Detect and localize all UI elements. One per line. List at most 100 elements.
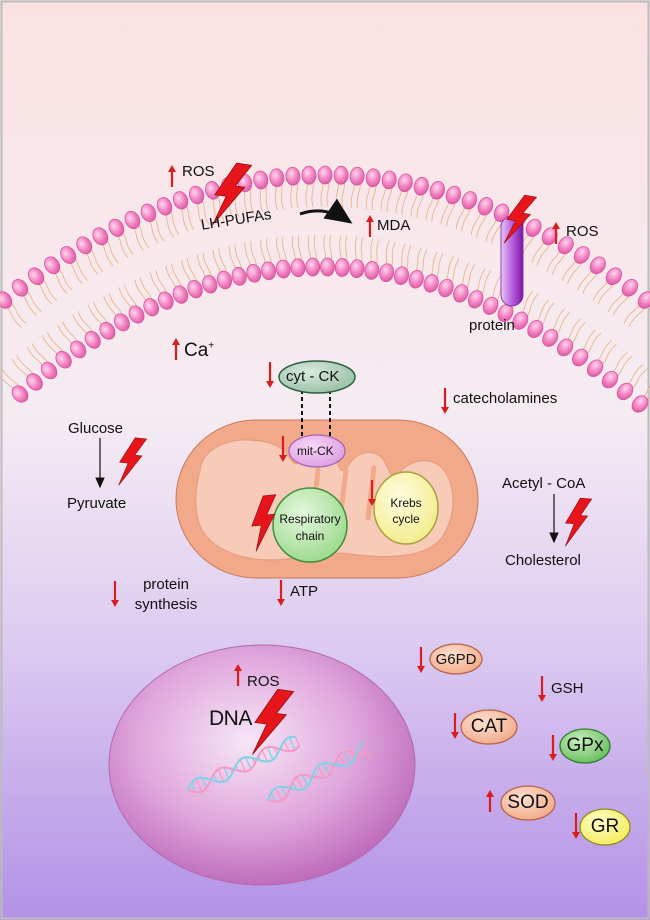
down-arrow-icon-g6pd	[417, 647, 425, 673]
lipid-head	[423, 274, 439, 293]
dna-base-pair	[223, 767, 230, 779]
lipid-head	[187, 279, 203, 299]
lipid-head	[525, 218, 542, 237]
gsh-label: GSH	[551, 680, 584, 697]
dna-label: DNA	[209, 707, 252, 730]
lipid-head	[269, 168, 285, 188]
lipid-head	[482, 296, 499, 315]
lightning-bolt-icon-respiratory	[251, 494, 277, 552]
gpx-label: GPx	[566, 735, 604, 756]
acetyl-coa-label: Acetyl - CoA	[502, 475, 586, 492]
ca-label: Ca+	[184, 341, 214, 360]
ros-label-top: ROS	[182, 163, 215, 180]
dna-backbone	[187, 735, 296, 791]
lipid-head	[605, 267, 623, 286]
dna-base-pair	[270, 792, 277, 802]
lipid-head	[364, 261, 380, 280]
lipid-head	[621, 279, 639, 297]
lipid-head	[27, 267, 45, 286]
lipid-head	[381, 170, 397, 190]
lipid-head	[275, 259, 291, 279]
sod-label: SOD	[507, 792, 549, 813]
down-arrow-icon-krebs	[368, 480, 376, 506]
lipid-head	[172, 191, 189, 210]
lipid-head	[305, 257, 321, 277]
protein-synthesis-label-1: protein	[143, 576, 189, 593]
dna-base-pair	[261, 749, 268, 762]
dna-base-pair	[295, 736, 301, 746]
down-arrow-icon-gpx	[549, 735, 557, 761]
lipid-head	[320, 257, 335, 277]
dna-base-pair	[274, 787, 283, 801]
up-arrow-icon-ca	[172, 338, 180, 360]
lipid-head	[216, 270, 232, 290]
gr-label: GR	[590, 816, 620, 837]
lipid-head	[616, 382, 634, 401]
mda-label: MDA	[377, 217, 411, 234]
lipid-head	[55, 350, 72, 369]
dna-base-pair	[266, 746, 274, 760]
dna-base-pair	[195, 778, 203, 792]
dna-base-pair	[283, 740, 290, 752]
lipid-head	[202, 275, 218, 294]
down-arrow-icon-cat	[451, 713, 459, 739]
lipid-head	[571, 348, 589, 367]
lipid-head	[349, 259, 365, 279]
protein-synthesis-label-2: synthesis	[134, 596, 198, 613]
dna-base-pair	[292, 782, 297, 790]
mit-ck-node	[288, 434, 346, 468]
nucleus	[108, 644, 416, 886]
sod-node	[500, 785, 556, 821]
lipid-head	[557, 236, 574, 255]
lipid-head	[512, 311, 529, 330]
lightning-bolt-icon-protein	[503, 194, 538, 244]
lipid-head	[438, 278, 454, 298]
cat-node	[460, 709, 518, 745]
dna-base-pair	[288, 737, 296, 751]
dna-base-pair	[338, 754, 346, 767]
lipid-head	[92, 227, 109, 246]
dna-backbone	[267, 740, 365, 801]
down-arrow-icon-gr	[572, 813, 580, 839]
lipid-head	[445, 185, 461, 205]
cholesterol-label: Cholesterol	[505, 552, 581, 569]
dna-base-pair	[296, 776, 304, 790]
lipid-head	[172, 285, 189, 304]
peroxidation-arrow-icon	[299, 198, 353, 224]
respiratory-chain-node	[272, 487, 348, 563]
lipid-head	[477, 197, 494, 216]
lipid-head	[128, 305, 145, 324]
ca-text: Ca	[184, 340, 209, 361]
lipid-head	[589, 256, 606, 275]
krebs-cycle-node	[373, 471, 439, 545]
lipid-head	[467, 290, 484, 309]
lightning-bolt-icon-membrane	[212, 162, 253, 226]
lipid-head	[413, 176, 429, 196]
lipid-head	[397, 173, 413, 193]
lipid-head	[333, 165, 349, 185]
lipid-head	[60, 246, 77, 264]
down-arrow-icon-gsh	[538, 676, 546, 702]
down-arrow-icon-protein-synthesis	[111, 581, 119, 607]
g6pd-node	[429, 643, 483, 675]
lipid-head	[290, 258, 306, 278]
down-arrow-icon-atp	[277, 580, 285, 606]
down-arrow-icon-catecholamines	[441, 388, 449, 414]
cyt-ck-label: cyt - CK	[286, 368, 340, 385]
dna-backbone	[267, 750, 371, 803]
lipid-head	[317, 165, 333, 185]
lipid-head	[631, 395, 649, 413]
lipid-head	[573, 246, 590, 264]
krebs-cycle-label-2: cycle	[392, 512, 420, 526]
up-arrow-icon-ros-protein	[552, 222, 560, 244]
up-arrow-icon-ros-top	[168, 165, 176, 187]
dna-base-pair	[301, 774, 309, 786]
lipid-head	[285, 166, 301, 186]
ca-superscript: +	[208, 340, 215, 352]
dna-base-pair	[317, 765, 325, 778]
lipid-head	[408, 269, 424, 289]
dna-base-pair	[190, 782, 196, 793]
